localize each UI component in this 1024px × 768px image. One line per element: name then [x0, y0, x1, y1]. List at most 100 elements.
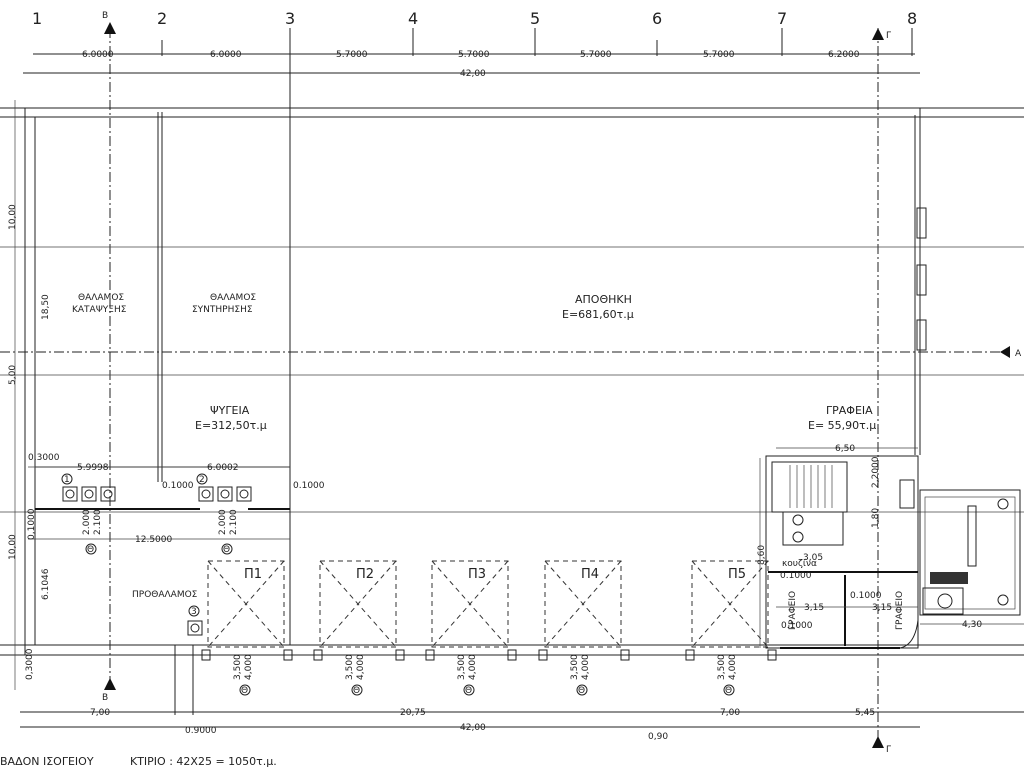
column	[395, 649, 405, 661]
dimension-text: 42,00	[460, 69, 486, 79]
unit-marker: Θ	[725, 686, 732, 696]
column	[201, 649, 211, 661]
dimension-text: 3,500	[570, 654, 580, 680]
unit-marker: Θ	[353, 686, 360, 696]
dimension-text: 3,500	[717, 654, 727, 680]
axis-label: 4	[408, 9, 418, 28]
section-label: Γ	[886, 745, 891, 755]
dimension-text: 18,50	[41, 294, 51, 320]
section-label: A	[1015, 349, 1022, 359]
door-label: Π5	[728, 567, 746, 582]
dimension-text: 0.9000	[185, 726, 217, 736]
axis-label: 5	[530, 9, 540, 28]
door-cross	[544, 560, 622, 648]
dimension-text: 4,000	[356, 654, 366, 680]
room-label: ΘΑΛΑΜΟΣ	[78, 293, 124, 303]
bottom-dimensions: 7,00 20,75 7,00 5,45 0.9000 42,00 0,90	[20, 708, 1024, 742]
room-label: ΚΑΤΑΨΥΞΗΣ	[72, 305, 127, 315]
loading-door-outline	[207, 560, 285, 648]
room-label: ΑΠΟΘΗΚΗ	[575, 293, 632, 306]
offices-block: κουζίνα ΓΡΑΦΕΙΟ ΓΡΑΦΕΙΟ 6,50 2,2000 1,80…	[757, 444, 1024, 649]
dimension-text: 6.0002	[207, 463, 239, 473]
dimension-text: 20,75	[400, 708, 426, 718]
column	[538, 649, 548, 661]
axis-label: 6	[652, 9, 662, 28]
door-label: Π1	[244, 567, 262, 582]
door-cross	[691, 560, 769, 648]
dimension-text: 6.0000	[82, 50, 114, 60]
column	[507, 649, 517, 661]
dimension-text: 2.100	[93, 509, 103, 535]
grid-axis-lines	[161, 28, 913, 115]
dimension-text: 0,3000	[25, 648, 35, 680]
dimension-text: 4,000	[468, 654, 478, 680]
dimension-text: 7,00	[90, 708, 110, 718]
dimension-text: 0.1000	[850, 591, 882, 601]
room-label: ΠΡΟΘΑΛΑΜΟΣ	[132, 590, 198, 600]
grid-axis-labels: 1 2 3 4 5 6 7 8	[32, 9, 917, 28]
dimension-text: 0.1000	[162, 481, 194, 491]
unit-marker: Θ	[87, 545, 94, 555]
dimension-text: 4,30	[962, 620, 982, 630]
section-label: Γ	[886, 31, 891, 41]
building-area: ΚΤΙΡΙΟ : 42Χ25 = 1050τ.μ.	[130, 755, 277, 768]
dimension-text: 5,00	[8, 365, 18, 385]
unit-marker: Θ	[465, 686, 472, 696]
dimension-text: 5.7000	[336, 50, 368, 60]
unit-marker-circle	[239, 684, 251, 696]
dimension-text: 5.9998	[77, 463, 109, 473]
column	[620, 649, 630, 661]
door-cross	[431, 560, 509, 648]
unit-marker: Θ	[578, 686, 585, 696]
dimension-text: 6.1046	[41, 568, 51, 600]
unit-marker: 1	[64, 475, 70, 485]
door-label: Π3	[468, 567, 486, 582]
dimension-text: 5.7000	[703, 50, 735, 60]
column	[685, 649, 695, 661]
dimension-text: 6,50	[835, 444, 855, 454]
dimension-text: 2,2000	[871, 456, 881, 488]
column	[283, 649, 293, 661]
column	[767, 649, 777, 661]
room-label: κουζίνα	[782, 559, 817, 569]
column	[425, 649, 435, 661]
dimension-text: 0.1000	[293, 481, 325, 491]
dimension-text: 42,00	[460, 723, 486, 733]
door-cross	[207, 560, 285, 648]
room-label: ΘΑΛΑΜΟΣ	[210, 293, 256, 303]
axis-label: 7	[777, 9, 787, 28]
room-label: ΓΡΑΦΕΙΟ	[895, 591, 905, 630]
dimension-text: 7,00	[720, 708, 740, 718]
room-label: ΓΡΑΦΕΙΟ	[788, 591, 798, 630]
unit-marker: Θ	[223, 545, 230, 555]
door-label: Π4	[581, 567, 599, 582]
dimension-text: 5.7000	[458, 50, 490, 60]
unit-marker: 2	[199, 475, 205, 485]
dimension-text: 3,500	[233, 654, 243, 680]
drawing-title: ΒΑΔΟΝ ΙΣΟΓΕΙΟΥ	[0, 755, 94, 768]
door-label: Π2	[356, 567, 374, 582]
dimension-text: 2.000	[218, 509, 228, 535]
dimension-text: 8,60	[757, 545, 767, 565]
unit-marker-circle	[463, 684, 475, 696]
building-walls	[0, 100, 1024, 715]
dimension-text: 5.7000	[580, 50, 612, 60]
unit-marker-circle	[351, 684, 363, 696]
dimension-text: 0,1000	[27, 508, 37, 540]
dimension-text: 3,05	[803, 553, 823, 563]
loading-door-outline	[431, 560, 509, 648]
room-area: Ε= 55,90τ.μ.	[808, 419, 880, 432]
section-lines: B B Γ Γ A	[0, 11, 1022, 755]
door-cross	[319, 560, 397, 648]
dimension-text: 6.2000	[828, 50, 860, 60]
dimension-text: 0,90	[648, 732, 668, 742]
axis-label: 2	[157, 9, 167, 28]
dimension-text: 4,000	[581, 654, 591, 680]
dimension-text: 2.000	[82, 509, 92, 535]
dimension-text: 4,000	[728, 654, 738, 680]
cold-room-dimensions: 5.9998 6.0002 0.1000 0.1000 12.5000 2.00…	[28, 463, 325, 545]
column	[313, 649, 323, 661]
cooling-units: 1 2 3 Θ Θ	[61, 473, 252, 636]
